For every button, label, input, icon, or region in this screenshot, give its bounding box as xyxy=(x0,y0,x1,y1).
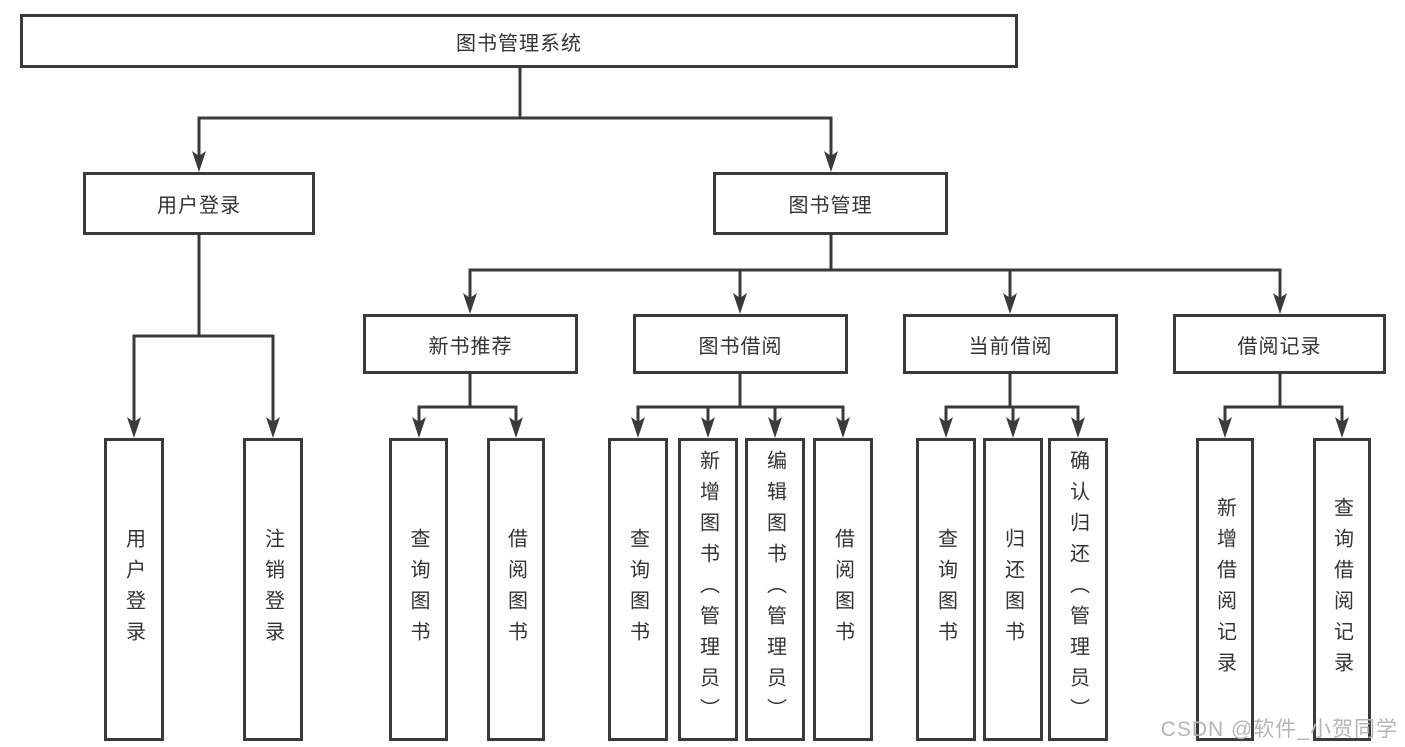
leaf-add-book-admin-label: 新增图书（管理员） xyxy=(696,450,719,729)
leaf-borrow-books-recommend: 借阅图书 xyxy=(487,438,545,741)
leaf-edit-book-admin-label: 编辑图书（管理员） xyxy=(763,450,786,729)
node-new-book-recommend-label: 新书推荐 xyxy=(428,335,513,358)
node-current-borrow-label: 当前借阅 xyxy=(968,335,1053,358)
node-borrow-records-label: 借阅记录 xyxy=(1237,335,1322,358)
leaf-query-books-current: 查询图书 xyxy=(916,438,976,741)
leaf-confirm-return-admin-label: 确认归还（管理员） xyxy=(1066,450,1089,729)
leaf-return-book-label: 归还图书 xyxy=(1001,527,1024,652)
leaf-query-borrow-record-label: 查询借阅记录 xyxy=(1330,496,1353,683)
node-new-book-recommend: 新书推荐 xyxy=(363,314,578,374)
leaf-add-borrow-record-label: 新增借阅记录 xyxy=(1213,496,1236,683)
node-borrow-records: 借阅记录 xyxy=(1173,314,1386,374)
leaf-query-books-current-label: 查询图书 xyxy=(934,527,957,652)
node-book-borrow-label: 图书借阅 xyxy=(698,335,783,358)
connector-root-to-level2 xyxy=(192,67,838,172)
node-book-management-label: 图书管理 xyxy=(788,195,873,217)
leaf-edit-book-admin: 编辑图书（管理员） xyxy=(745,438,805,741)
leaf-user-login: 用户登录 xyxy=(104,438,164,741)
connector-new-book-recommend-to-leaves xyxy=(412,374,523,438)
leaf-query-borrow-record: 查询借阅记录 xyxy=(1313,438,1371,741)
leaf-confirm-return-admin: 确认归还（管理员） xyxy=(1048,438,1108,741)
connector-book-borrow-to-leaves xyxy=(631,374,850,438)
leaf-add-borrow-record: 新增借阅记录 xyxy=(1196,438,1254,741)
node-book-borrow: 图书借阅 xyxy=(633,314,848,374)
node-root: 图书管理系统 xyxy=(20,14,1018,68)
node-root-label: 图书管理系统 xyxy=(456,32,582,55)
leaf-borrow-books-borrow-label: 借阅图书 xyxy=(831,527,854,652)
connector-user-login-to-leaves xyxy=(127,235,280,438)
leaf-add-book-admin: 新增图书（管理员） xyxy=(678,438,738,741)
leaf-query-books-borrow-label: 查询图书 xyxy=(626,527,649,652)
leaf-query-books-recommend-label: 查询图书 xyxy=(407,527,429,652)
node-book-management: 图书管理 xyxy=(713,172,948,235)
leaf-logout: 注销登录 xyxy=(243,438,303,741)
leaf-return-book: 归还图书 xyxy=(983,438,1043,741)
csdn-watermark: CSDN @软件_小贺同学 xyxy=(1160,718,1398,741)
leaf-query-books-recommend: 查询图书 xyxy=(389,438,448,741)
leaf-borrow-books-recommend-label: 借阅图书 xyxy=(504,527,527,652)
leaf-borrow-books-borrow: 借阅图书 xyxy=(813,438,873,741)
node-user-login: 用户登录 xyxy=(83,172,315,235)
connector-borrow-records-to-leaves xyxy=(1218,374,1349,438)
connector-book-management-to-level3 xyxy=(463,235,1287,314)
node-user-login-label: 用户登录 xyxy=(157,195,241,217)
node-current-borrow: 当前借阅 xyxy=(903,314,1118,374)
leaf-query-books-borrow: 查询图书 xyxy=(608,438,668,741)
leaf-logout-label: 注销登录 xyxy=(261,527,284,652)
connector-current-borrow-to-leaves xyxy=(939,374,1085,438)
leaf-user-login-label: 用户登录 xyxy=(122,527,145,652)
